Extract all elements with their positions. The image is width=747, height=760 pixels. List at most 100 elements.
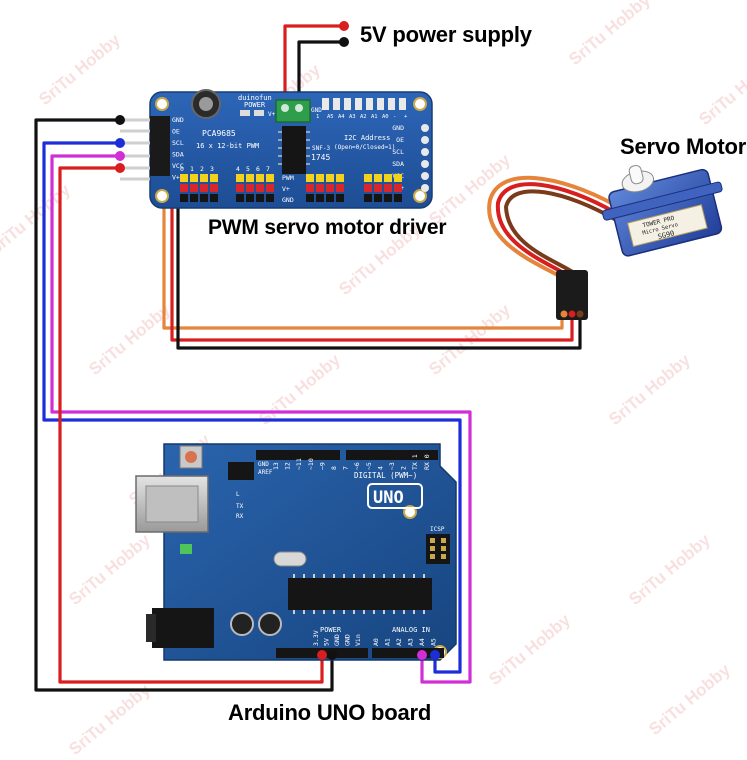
driver-right-pin-label: OE	[396, 136, 404, 144]
vplus-pin	[236, 184, 244, 192]
driver-channel-label: 9	[316, 209, 320, 217]
driver-channel-label: 10	[326, 209, 334, 217]
tx-label: TX	[236, 503, 244, 510]
driver-terminal-gnd: GND	[311, 107, 322, 114]
digital-pin-label: ~5	[365, 462, 373, 470]
gnd-wire-black	[34, 118, 334, 692]
driver-left-pin-label: VCC	[172, 162, 184, 170]
rx-label: RX	[236, 513, 244, 520]
analog-pin-label: A4	[418, 638, 426, 646]
digital-pin-label: 7	[342, 466, 350, 470]
address-jumpers	[322, 98, 406, 110]
driver-right-pin-label: SDA	[392, 160, 404, 168]
servo-connector	[556, 270, 588, 320]
driver-address-bit: A2	[360, 114, 367, 120]
digital-header-a	[256, 450, 340, 460]
scl-wire-blue	[42, 141, 462, 674]
driver-channel-label: 7	[266, 165, 270, 173]
gnd-pin	[306, 194, 314, 202]
pwm-pin	[246, 174, 254, 182]
digital-label: DIGITAL (PWM~)	[354, 471, 417, 480]
pwm-pin	[200, 174, 208, 182]
analog-header	[372, 648, 444, 658]
servo-model: SG90	[657, 229, 675, 241]
pwm-pin	[336, 174, 344, 182]
arduino-a4-dot	[417, 650, 427, 660]
pwm-pin	[326, 174, 334, 182]
driver-silkscreen: duinofun POWER PCA9685 16 x 12-bit PWM I…	[196, 94, 395, 162]
driver-address-bit: 1	[316, 114, 319, 120]
driver-address-bit: -	[393, 114, 396, 120]
gnd-top-label: GND	[258, 461, 269, 468]
gnd-pin	[394, 194, 402, 202]
driver-left-pin-label: SDA	[172, 151, 184, 159]
driver-row-label: V+	[282, 185, 290, 193]
driver-address-bit: A1	[371, 114, 378, 120]
digital-pin-label: ~6	[353, 462, 361, 470]
gnd-pin	[384, 194, 392, 202]
power-pin-label: 5V	[323, 638, 331, 646]
vplus-pin	[364, 184, 372, 192]
driver-scl-dot	[115, 138, 125, 148]
power-terminal-block	[275, 99, 311, 123]
analog-pin-label: A5	[430, 638, 438, 646]
vplus-pin	[326, 184, 334, 192]
servo-label: Servo Motor	[620, 134, 747, 159]
power-title: POWER	[320, 626, 342, 634]
arduino-silkscreen: UNO DIGITAL (PWM~) AREF GND POWER ANALOG…	[236, 461, 445, 634]
vplus-pin	[266, 184, 274, 192]
arduino-uno-board	[135, 443, 457, 661]
power-minus-dot	[339, 37, 349, 47]
driver-channel-label: 1	[190, 165, 194, 173]
pwm-pin	[266, 174, 274, 182]
driver-left-pin-label: V+	[172, 174, 180, 182]
analog-pin-label: A3	[407, 638, 415, 646]
power-pin-label: Vin	[354, 634, 362, 646]
driver-channel-label: 8	[306, 209, 310, 217]
power-pin-label: 3.3V	[312, 630, 320, 646]
digital-pin-label: TX 1	[411, 454, 419, 470]
pwm-pin	[316, 174, 324, 182]
driver-chip-code: 1745	[311, 153, 330, 162]
sda-wire-magenta	[50, 154, 472, 684]
driver-label: PWM servo motor driver	[208, 216, 447, 239]
gnd-pin	[180, 194, 188, 202]
digital-pin-label: 4	[376, 466, 384, 470]
power-pin-label: GND	[344, 634, 352, 646]
digital-pin-label: ~9	[318, 462, 326, 470]
driver-terminal-vplus: V+	[268, 111, 276, 118]
gnd-pin	[266, 194, 274, 202]
driver-channel-label: 3	[210, 165, 214, 173]
uno-logo: UNO	[373, 488, 404, 508]
gnd-pin	[190, 194, 198, 202]
power-supply-label: 5V power supply	[360, 22, 532, 47]
pwm-pin	[190, 174, 198, 182]
driver-left-header	[150, 116, 170, 176]
driver-subtitle: 16 x 12-bit PWM	[196, 142, 259, 150]
digital-pin-label: 12	[284, 462, 292, 470]
driver-gnd-dot	[115, 115, 125, 125]
power-plus-dot	[339, 21, 349, 31]
vplus-pin	[394, 184, 402, 192]
gnd-pin	[256, 194, 264, 202]
analog-pin-label: A2	[395, 638, 403, 646]
icsp-label: ICSP	[430, 526, 445, 533]
pwm-pin	[236, 174, 244, 182]
driver-chip-name: PCA9685	[202, 129, 236, 138]
driver-address-sub: (Open=0/Closed=1)	[334, 144, 395, 151]
vplus-pin	[210, 184, 218, 192]
servo-motor: TOWER PRO Micro Servo SG90	[487, 165, 723, 320]
digital-pin-label: RX 0	[423, 454, 431, 470]
driver-address-bit: A3	[349, 114, 356, 120]
driver-address-bit: A5	[327, 114, 334, 120]
pwm-pin	[384, 174, 392, 182]
driver-chip-part: SNF-3	[312, 145, 330, 152]
dc-jack	[152, 608, 214, 648]
driver-right-pin-label: GND	[392, 124, 404, 132]
driver-channel-label: 2	[200, 165, 204, 173]
pca9685-chip	[282, 126, 306, 174]
